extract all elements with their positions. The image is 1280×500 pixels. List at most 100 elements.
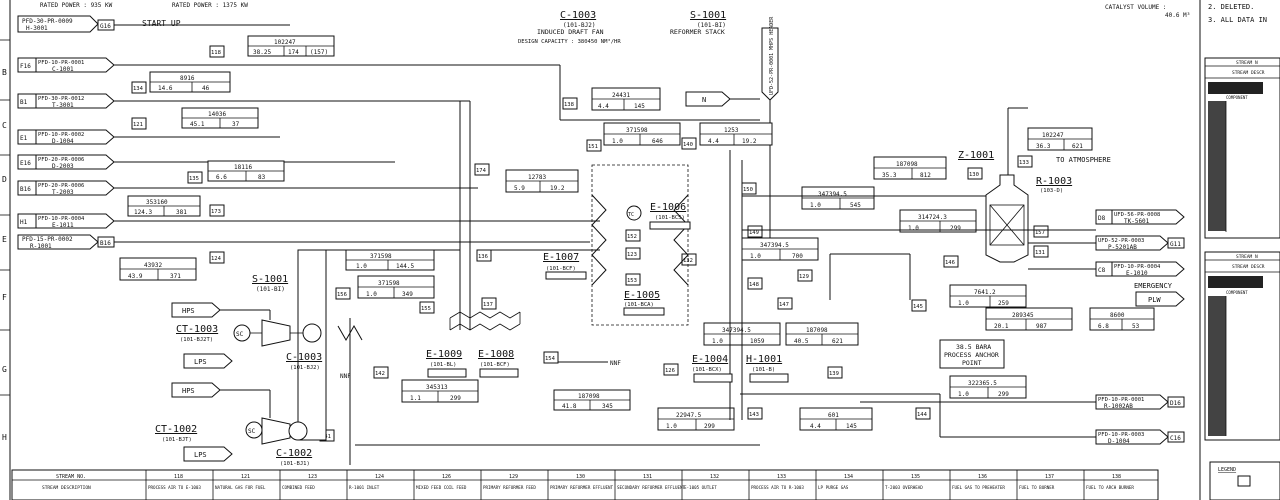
plw-arrow[interactable]: PLW (1135, 291, 1185, 307)
svg-text:314724.3: 314724.3 (918, 214, 947, 221)
stream-no-136[interactable]: 136 (476, 249, 492, 262)
svg-text:136: 136 (478, 254, 488, 260)
nitrogen-arrow[interactable]: N (685, 91, 731, 107)
mhps-header-arrow[interactable]: UFD-52-PR-0001 MHPS HEADER (761, 16, 779, 101)
lps-arrow-1[interactable]: LPS (183, 353, 233, 369)
left-stream-5[interactable]: E16 PFD-20-PR-0006 D-2003 (17, 154, 115, 170)
svg-text:153: 153 (627, 278, 637, 284)
svg-text:G11: G11 (1170, 241, 1181, 248)
left-stream-8[interactable]: PFD-15-PR-0002 R-1001 B16 (17, 234, 115, 250)
stream-no-152[interactable]: 152 (625, 229, 641, 242)
right-stream-5[interactable]: PFD-10-PR-0003 D-1004 C16 (1095, 429, 1185, 445)
stream-no-140[interactable]: 140 (681, 137, 697, 150)
stream-no-139[interactable]: 139 (827, 366, 843, 379)
stream-no-174[interactable]: 174 (474, 163, 490, 176)
stream-no-130[interactable]: 130 (967, 167, 983, 180)
stream-no-131[interactable]: 131 (1033, 245, 1049, 258)
left-stream-2[interactable]: F16 PFD-10-PR-0001 C-1001 (17, 57, 115, 73)
stream-no-134[interactable]: 134 (131, 81, 147, 94)
quench-z1001: Z-1001 (958, 150, 994, 161)
stream-no-129[interactable]: 129 (797, 269, 813, 282)
lps-arrow-2[interactable]: LPS (183, 446, 233, 462)
svg-text:DESIGN CAPACITY : 380450 NM³/H: DESIGN CAPACITY : 380450 NM³/HR (518, 38, 621, 45)
stream-no-151[interactable]: 151 (586, 139, 602, 152)
emergency-label: EMERGENCY (1134, 282, 1173, 290)
svg-text:D-1004: D-1004 (1108, 438, 1130, 445)
stream-no-147[interactable]: 147 (777, 297, 793, 310)
stream-no-149[interactable]: 149 (747, 225, 763, 238)
exchanger-e1007[interactable]: E-1007 (101-BCF) (543, 252, 587, 280)
heater-h1001[interactable]: H-1001 (101-B) (746, 354, 789, 383)
svg-text:(157): (157) (310, 49, 328, 56)
stream-no-143[interactable]: 143 (747, 407, 763, 420)
stream-no-124[interactable]: 124 (209, 251, 225, 264)
stream-no-156[interactable]: 156 (335, 287, 351, 300)
left-stream-1[interactable]: PFD-30-PR-0009 H-3001 G16 (17, 15, 115, 33)
svg-text:H-1001: H-1001 (746, 354, 782, 365)
svg-text:156: 156 (337, 292, 347, 298)
side-stream-table-1: STREAM N STREAM DESCR COMPONENT (1204, 57, 1280, 239)
exchanger-e1005[interactable]: E-1005 (101-BCA) (623, 290, 665, 316)
right-stream-2[interactable]: UFD-52-PR-0003 P-5201AB G11 (1095, 235, 1185, 251)
svg-text:139: 139 (829, 371, 839, 377)
legend-box: LEGEND (1209, 461, 1280, 500)
svg-text:8600: 8600 (1110, 312, 1125, 319)
stream-no-142[interactable]: 142 (373, 366, 389, 379)
svg-text:144: 144 (917, 412, 928, 418)
exchanger-e1006[interactable]: TC E-1006 (101-BCS) (626, 202, 691, 230)
svg-text:545: 545 (850, 202, 861, 209)
svg-text:987: 987 (1036, 323, 1047, 330)
left-stream-3[interactable]: B1 PFD-30-PR-0012 T-3001 (17, 93, 115, 109)
svg-text:349: 349 (402, 291, 413, 298)
turbine-ct1003[interactable]: SC CT-1003 (101-BJ2T) (176, 319, 322, 347)
left-stream-7[interactable]: H1 PFD-10-PR-0004 E-1011 (17, 213, 115, 229)
svg-text:C-1003: C-1003 (560, 10, 596, 21)
secondary-reformer-r1003[interactable]: R-1003 (103-D) (985, 174, 1072, 263)
svg-text:174: 174 (288, 49, 299, 56)
stream-no-121[interactable]: 121 (131, 117, 147, 130)
stream-no-148[interactable]: 148 (747, 277, 763, 290)
stream-no-157[interactable]: 157 (1033, 225, 1049, 238)
stream-no-150[interactable]: 150 (741, 182, 757, 195)
stream-no-154[interactable]: 154 (543, 351, 559, 364)
hps-arrow-2[interactable]: HPS (171, 382, 221, 398)
exchanger-e1004[interactable]: E-1004 (101-BCX) (692, 354, 733, 383)
stream-no-126[interactable]: 126 (663, 363, 679, 376)
stream-no-123[interactable]: 123 (625, 247, 641, 260)
svg-text:35.3: 35.3 (882, 172, 897, 179)
stream-no-118[interactable]: 118 (209, 45, 225, 58)
catalyst-volume-value: 40.6 M³ (1165, 12, 1190, 19)
svg-text:INDUCED DRAFT FAN: INDUCED DRAFT FAN (537, 28, 604, 36)
svg-text:1.0: 1.0 (750, 253, 761, 260)
stream-no-146[interactable]: 146 (943, 255, 959, 268)
svg-text:PROCESS AIR TO E-1003: PROCESS AIR TO E-1003 (148, 485, 201, 490)
turbine-ct1002[interactable]: SC CT-1002 (101-BJT) (155, 417, 308, 445)
stream-no-137[interactable]: 137 (481, 297, 497, 310)
left-stream-6[interactable]: B16 PFD-20-PR-0006 T-2003 (17, 180, 115, 196)
svg-text:4.4: 4.4 (810, 423, 821, 430)
right-stream-4[interactable]: PFD-10-PR-0001 R-1002AB D16 (1095, 394, 1185, 410)
exchanger-e1009[interactable]: E-1009 (101-BL) (426, 349, 467, 378)
svg-text:700: 700 (792, 253, 803, 260)
svg-text:601: 601 (828, 412, 839, 419)
stream-no-144[interactable]: 144 (915, 407, 931, 420)
svg-text:STREAM DESCRIPTION: STREAM DESCRIPTION (42, 485, 91, 491)
svg-text:289345: 289345 (1012, 312, 1034, 319)
svg-text:371598: 371598 (626, 127, 648, 134)
right-stream-3[interactable]: C8 PFD-10-PR-0004 E-1010 (1095, 261, 1185, 277)
svg-text:145: 145 (846, 423, 857, 430)
stream-no-138[interactable]: 138 (562, 97, 578, 110)
stream-no-133[interactable]: 133 (1017, 155, 1033, 168)
data-tag-19: 347394.5 1.0 700 (741, 237, 819, 261)
right-stream-1[interactable]: D8 UFD-56-PR-0008 TK-5601 (1095, 209, 1185, 225)
stream-no-153[interactable]: 153 (625, 273, 641, 286)
stream-no-155[interactable]: 155 (419, 301, 435, 314)
stream-no-145[interactable]: 145 (911, 299, 927, 312)
left-stream-4[interactable]: E1 PFD-10-PR-0002 D-1004 (17, 129, 115, 145)
stream-no-173[interactable]: 173 (209, 204, 225, 217)
svg-text:124.3: 124.3 (134, 209, 152, 216)
hps-arrow-1[interactable]: HPS (171, 302, 221, 318)
data-tag-18: 314724.3 1.0 299 (899, 209, 977, 233)
exchanger-e1008[interactable]: E-1008 (101-BCF) (478, 349, 519, 378)
stream-no-135[interactable]: 135 (187, 171, 203, 184)
